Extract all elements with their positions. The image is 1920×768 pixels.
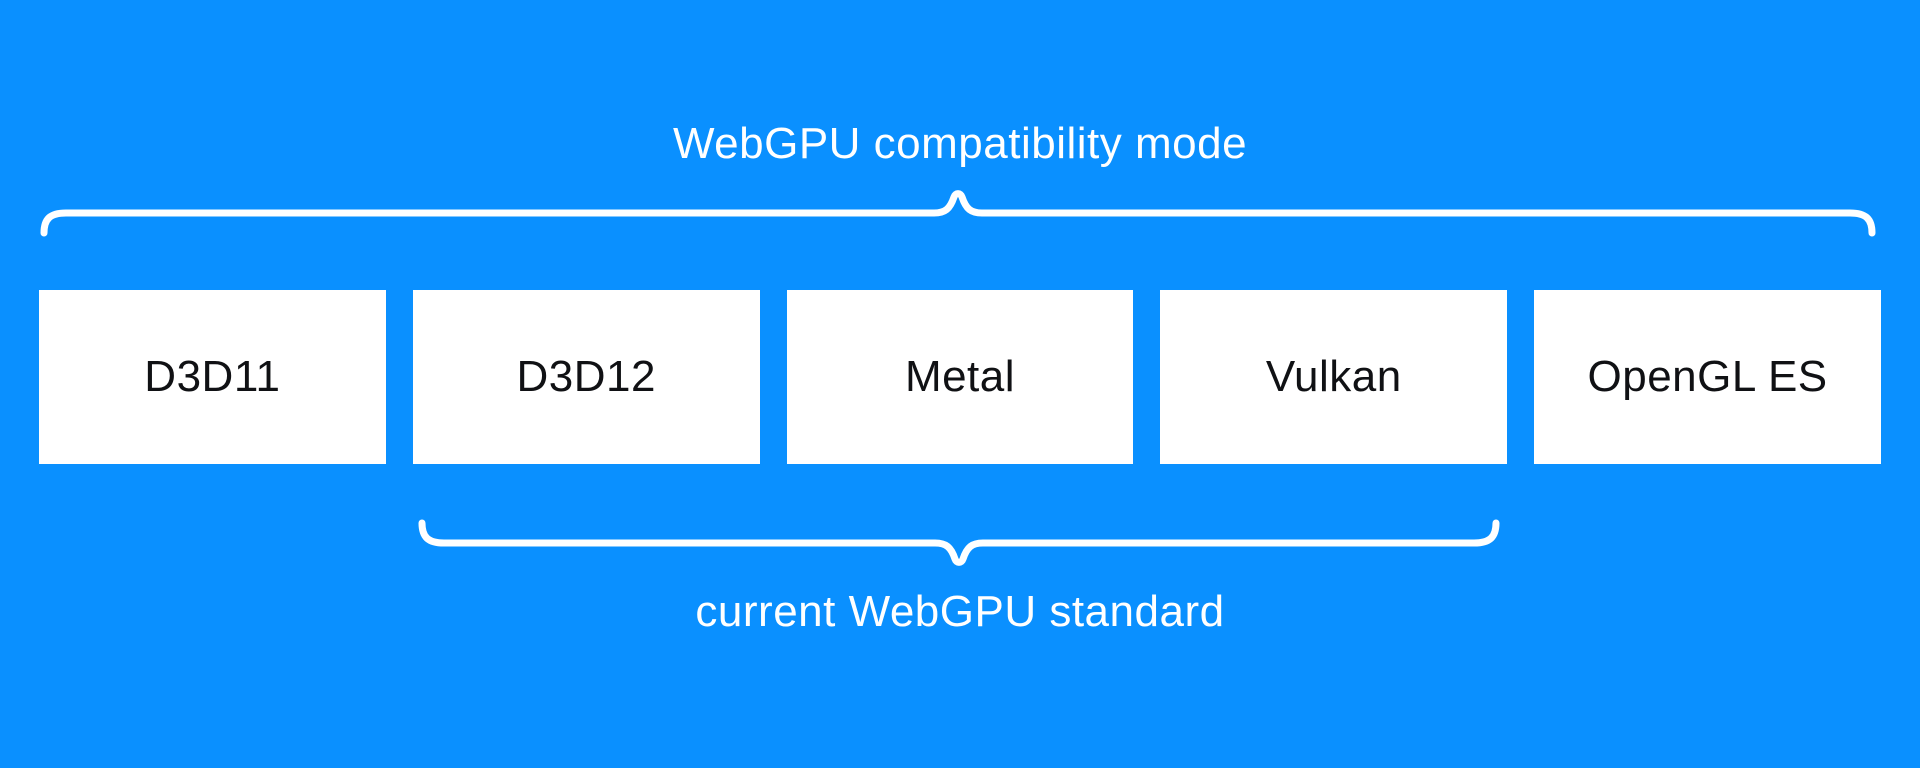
api-box-label: D3D12: [516, 352, 656, 401]
api-box-label: OpenGL ES: [1587, 352, 1828, 401]
bottom-brace-label: current WebGPU standard: [695, 587, 1225, 636]
api-box-d3d12: D3D12: [412, 290, 760, 464]
api-box-label: Metal: [904, 352, 1016, 401]
bottom-brace: [418, 519, 1500, 566]
top-brace-label: WebGPU compatibility mode: [672, 119, 1248, 168]
api-box-metal: Metal: [786, 290, 1134, 464]
api-box-label: D3D11: [144, 352, 281, 401]
api-boxes-row: D3D11 D3D12 Metal Vulkan OpenGL ES: [39, 290, 1881, 464]
api-box-opengl-es: OpenGL ES: [1534, 290, 1881, 464]
api-box-d3d11: D3D11: [39, 290, 386, 464]
api-box-vulkan: Vulkan: [1160, 290, 1508, 464]
api-box-label: Vulkan: [1265, 352, 1402, 401]
top-brace: [40, 190, 1876, 237]
